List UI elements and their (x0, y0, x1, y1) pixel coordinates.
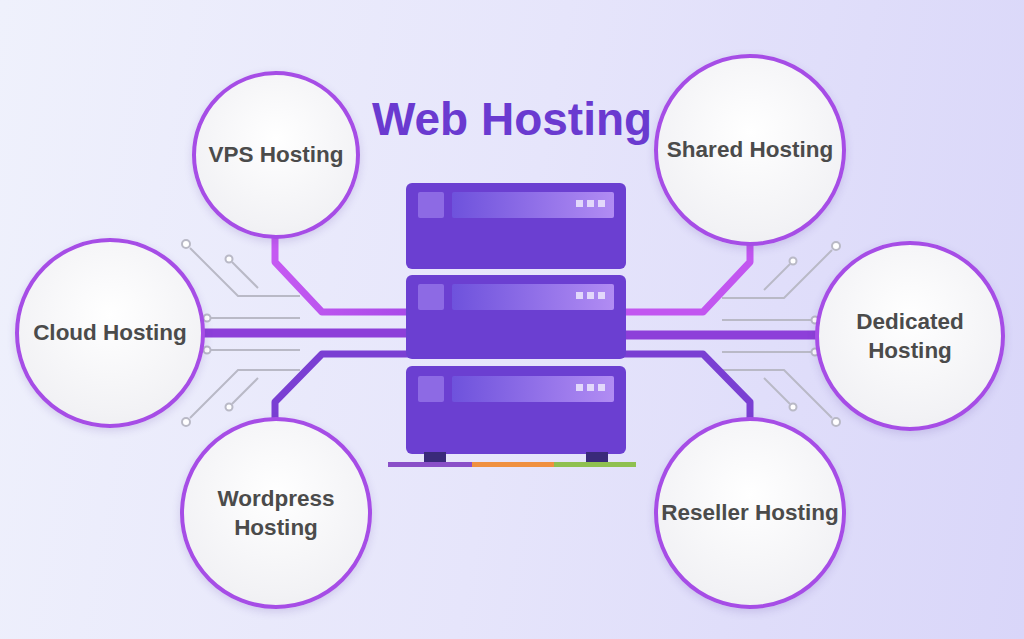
hosting-circle: VPS Hosting (192, 71, 360, 239)
diagram-title: Web Hosting (0, 92, 1024, 146)
hosting-circle: Cloud Hosting (15, 238, 205, 428)
node-label: Wordpress Hosting (184, 484, 368, 543)
hosting-circle: Reseller Hosting (654, 417, 846, 609)
node-label: VPS Hosting (208, 140, 343, 169)
node-label: Cloud Hosting (33, 318, 187, 347)
hosting-circle: Dedicated Hosting (815, 241, 1005, 431)
server-stack (388, 183, 636, 467)
hosting-circle: Wordpress Hosting (180, 417, 372, 609)
node-label: Reseller Hosting (661, 498, 839, 527)
hosting-circle: Shared Hosting (654, 54, 846, 246)
node-label: Dedicated Hosting (819, 307, 1001, 366)
node-label: Shared Hosting (667, 135, 833, 164)
